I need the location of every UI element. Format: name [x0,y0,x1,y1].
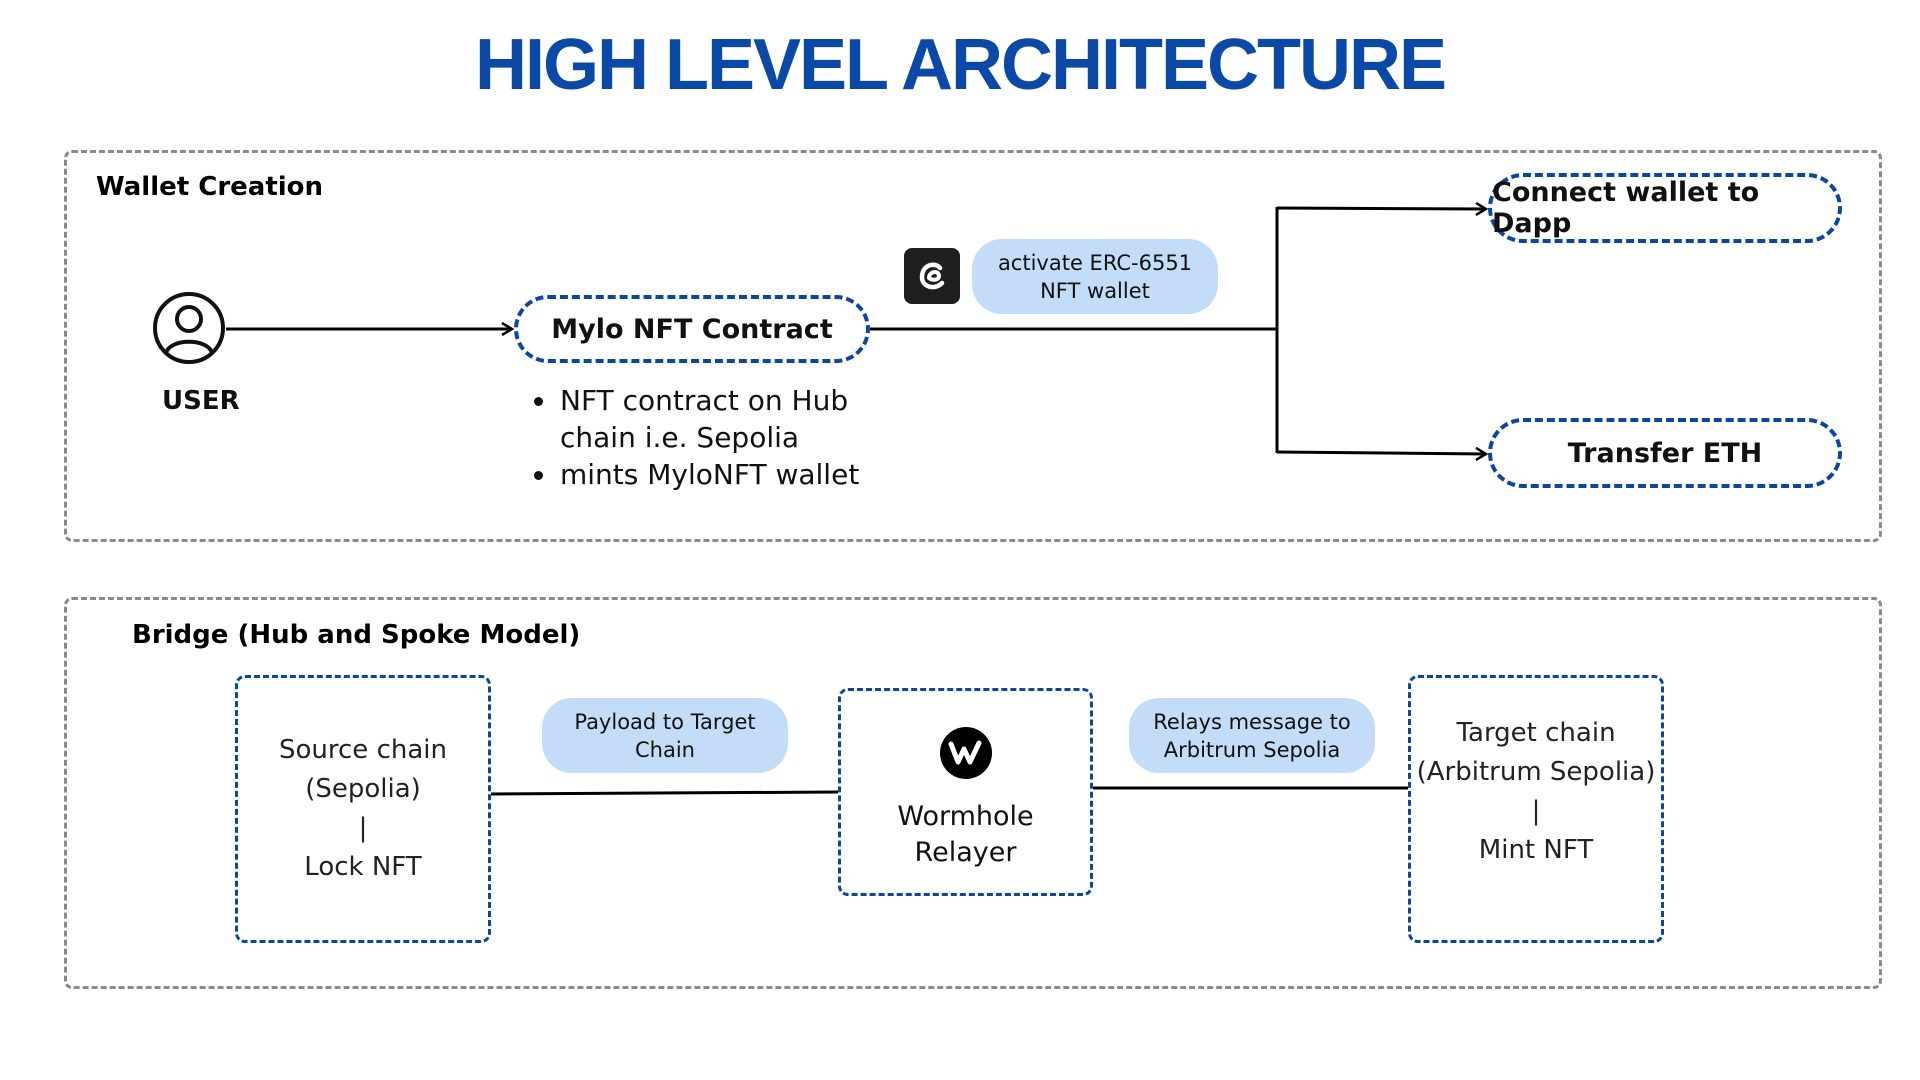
user-label: USER [162,386,240,416]
wallet-creation-title: Wallet Creation [96,172,324,202]
activate-tag-line-1: activate ERC-6551 [997,250,1193,275]
relays-message-tag: Relays message to Arbitrum Sepolia [1129,698,1375,773]
connect-wallet-node: Connect wallet to Dapp [1488,173,1842,243]
transfer-eth-node: Transfer ETH [1488,418,1842,488]
relayer-line-2: Relayer [914,837,1017,868]
contract-note-item: mints MyloNFT wallet [558,456,902,493]
wormhole-logo-icon [939,727,992,779]
target-line-2: (Arbitrum Sepolia) [1416,757,1656,787]
source-line-3: | [358,813,368,843]
contract-note-item: NFT contract on Hub chain i.e. Sepolia [558,382,902,456]
payload-tag-line-2: Chain [635,737,695,762]
relays-tag-line-2: Arbitrum Sepolia [1163,737,1341,762]
source-chain-node: Source chain (Sepolia) | Lock NFT [235,675,491,943]
activate-tag-line-2: NFT wallet [1040,278,1150,303]
bridge-section [64,597,1882,989]
source-to-relayer-line [490,790,839,796]
source-line-1: Source chain [279,735,447,765]
mylo-nft-contract-node: Mylo NFT Contract [514,295,870,363]
page-title: HIGH LEVEL ARCHITECTURE [474,25,1447,105]
target-line-1: Target chain [1456,718,1616,748]
source-line-2: (Sepolia) [305,774,421,804]
branch-to-transfer-arrow [1276,452,1486,454]
wormhole-relayer-node: Wormhole Relayer [838,688,1093,896]
target-line-4: Mint NFT [1478,835,1594,865]
payload-tag-line-1: Payload to Target [574,709,756,734]
source-line-4: Lock NFT [304,852,422,882]
target-line-3: | [1531,796,1541,826]
target-chain-node: Target chain (Arbitrum Sepolia) | Mint N… [1408,675,1664,943]
payload-tag: Payload to Target Chain [542,698,788,773]
erc6551-logo-icon [904,248,960,304]
connect-wallet-label: Connect wallet to Dapp [1492,177,1760,239]
bridge-section-title: Bridge (Hub and Spoke Model) [132,620,581,650]
relayer-line-1: Wormhole [897,801,1034,832]
transfer-eth-label: Transfer ETH [1567,437,1763,469]
contract-notes-list: NFT contract on Hub chain i.e. Sepolia m… [522,382,902,493]
mylo-nft-contract-label: Mylo NFT Contract [551,313,833,345]
relays-tag-line-1: Relays message to [1153,709,1351,734]
branch-to-connect-arrow [1276,208,1486,209]
user-icon [152,291,226,365]
wallet-creation-section [64,150,1882,542]
activate-erc6551-tag: activate ERC-6551 NFT wallet [972,239,1218,314]
